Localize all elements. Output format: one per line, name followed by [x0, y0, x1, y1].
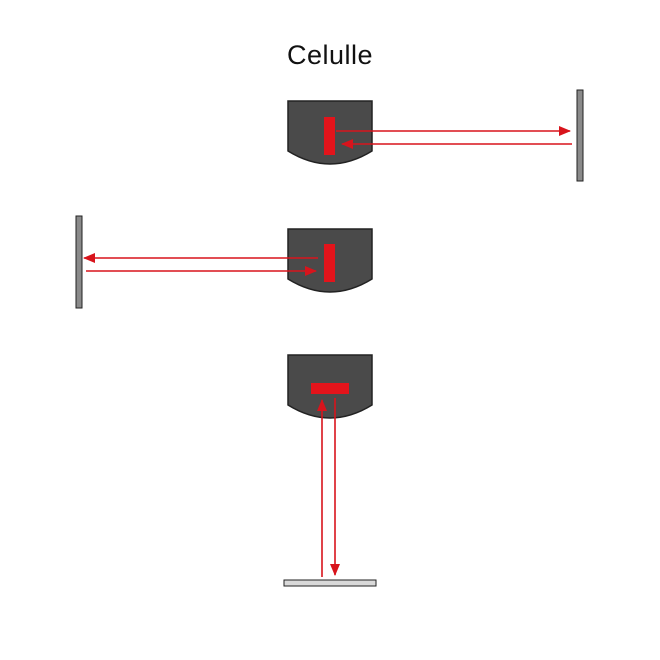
reflector-left: [75, 215, 83, 309]
reflector-bottom: [283, 579, 377, 587]
reflector-right: [576, 89, 584, 182]
cell-middle: [287, 228, 373, 293]
diagram-title: Celulle: [286, 40, 374, 70]
beam-middle: [83, 253, 318, 276]
beam-bottom: [317, 398, 340, 577]
cell-middle-emitter: [324, 244, 335, 282]
cell-top: [287, 100, 373, 165]
cell-bottom-emitter: [311, 383, 349, 394]
cell-bottom: [287, 354, 373, 419]
cell-top-emitter: [324, 117, 335, 155]
beam-top: [336, 126, 572, 149]
